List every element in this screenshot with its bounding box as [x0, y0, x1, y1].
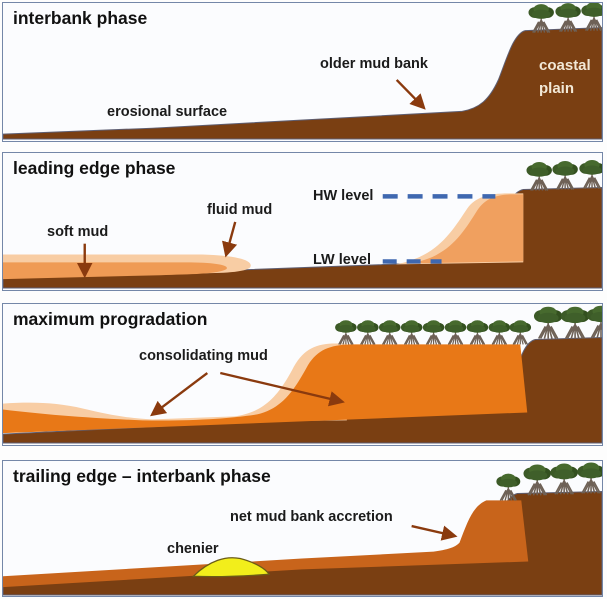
mangrove-trees-cliff-top: [522, 461, 602, 497]
panel-3-illustration: [3, 304, 602, 444]
panel-maximum-progradation: maximum progradation consolidating mud: [2, 303, 603, 446]
panel-interbank-phase: interbank phase erosional surface older …: [2, 2, 603, 142]
fluid-mud-label: fluid mud: [207, 202, 273, 218]
consolidating-mud-arrow-left: [150, 372, 209, 417]
net-mud-bank-accretion-label: net mud bank accretion: [230, 509, 393, 525]
panel-trailing-edge-interbank: trailing edge – interbank phase net mud …: [2, 460, 603, 597]
mangrove-trees-cliff-top: [525, 159, 602, 192]
panel-title: leading edge phase: [13, 158, 176, 178]
panel-title: maximum progradation: [13, 309, 208, 329]
consolidating-mud-bank: [3, 344, 528, 434]
lw-level-label: LW level: [313, 252, 372, 268]
consolidating-mud-label: consolidating mud: [139, 348, 268, 364]
panel-2-illustration: [3, 159, 602, 289]
chenier-label: chenier: [167, 541, 219, 557]
older-mud-bank-arrow: [395, 79, 426, 110]
soft-mud-bank: [409, 194, 524, 264]
panel-title: trailing edge – interbank phase: [13, 466, 271, 486]
consolidating-mud-arrow-right: [219, 371, 345, 407]
accreted-mud-bank-layer: [3, 500, 529, 588]
fluid-mud-arrow: [222, 221, 238, 258]
panel-title: interbank phase: [13, 8, 148, 28]
pioneer-mangroves-on-mud-bank: [334, 319, 532, 346]
substrate-erosional-surface: [3, 27, 602, 140]
mangrove-trees-cliff-top: [533, 304, 602, 340]
panel-1-illustration: [3, 3, 602, 140]
older-mud-bank-label: older mud bank: [320, 56, 428, 72]
panel-4-illustration: [3, 461, 602, 596]
soft-mud-label: soft mud: [47, 224, 109, 240]
net-mud-bank-accretion-arrow: [411, 524, 458, 541]
erosional-surface-label: erosional surface: [107, 104, 228, 120]
panel-leading-edge-phase: leading edge phase soft mud fluid mud HW…: [2, 152, 603, 291]
chenier-ridge: [191, 557, 271, 578]
hw-level-label: HW level: [313, 188, 374, 204]
coastal-plain-label: coastal plain: [539, 57, 591, 97]
mangrove-trees-coastal-plain: [527, 3, 602, 34]
soft-mud-layer: [3, 262, 227, 280]
